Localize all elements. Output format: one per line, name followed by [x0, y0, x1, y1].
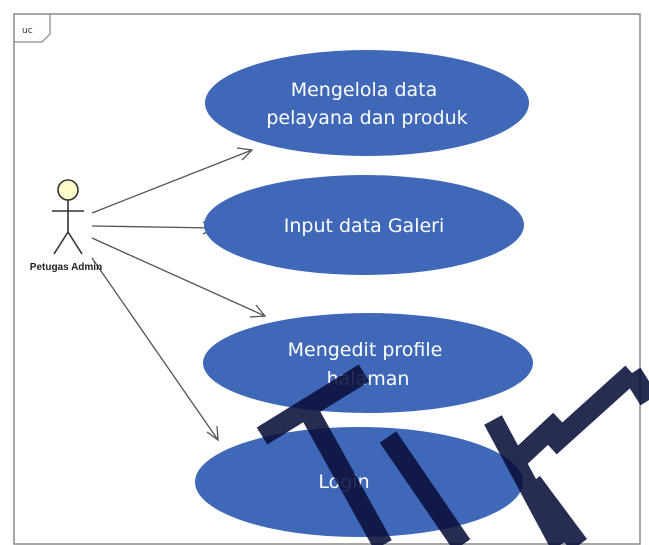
arrowhead-uc3	[249, 304, 267, 318]
use-case-label-line: Mengedit profile	[288, 339, 443, 361]
use-case-ellipse	[203, 313, 533, 413]
watermark-stroke	[256, 364, 370, 445]
frame-label-tab	[14, 14, 51, 43]
use-case-label-line: Mengelola data	[291, 79, 438, 101]
watermark-stroke	[379, 431, 471, 545]
watermark-stroke	[484, 415, 569, 545]
arrowhead-uc4	[206, 425, 219, 442]
association-uc2	[91, 225, 216, 229]
svg-text:Mengelola data pelayana: Mengelola data pelayana dan produk	[266, 79, 467, 129]
watermark-stroke	[299, 405, 392, 545]
use-case-mengelola-data[interactable]: Mengelola data pelayana dan produk	[205, 50, 529, 156]
use-case-label-line: pelayana dan produk	[266, 107, 467, 129]
watermark-stroke	[507, 412, 567, 471]
watermark-stroke	[543, 365, 639, 455]
actor-left-leg	[53, 231, 69, 255]
actor-head	[57, 179, 79, 201]
frame-label: uc	[22, 26, 33, 36]
use-case-ellipse	[205, 50, 529, 156]
actor[interactable]	[52, 179, 84, 255]
use-case-input-data-galeri[interactable]: Input data Galeri	[204, 175, 524, 275]
arrowhead-uc1	[236, 147, 254, 161]
association-uc1	[91, 149, 253, 214]
use-case-label-line: Input data Galeri	[284, 215, 445, 237]
use-case-mengedit-profile[interactable]: Mengedit profile halaman	[203, 313, 533, 413]
use-case-ellipse	[204, 175, 524, 275]
svg-text:Input data Galeri: Input data Galeri	[284, 215, 445, 237]
associations	[91, 147, 267, 442]
watermark	[256, 364, 649, 545]
association-uc3	[91, 237, 266, 317]
watermark-stroke	[623, 367, 649, 406]
association-uc4	[91, 257, 219, 441]
watermark-stroke	[523, 476, 588, 545]
actor-name: Petugas Admin	[30, 262, 102, 273]
actor-right-leg	[67, 231, 83, 255]
